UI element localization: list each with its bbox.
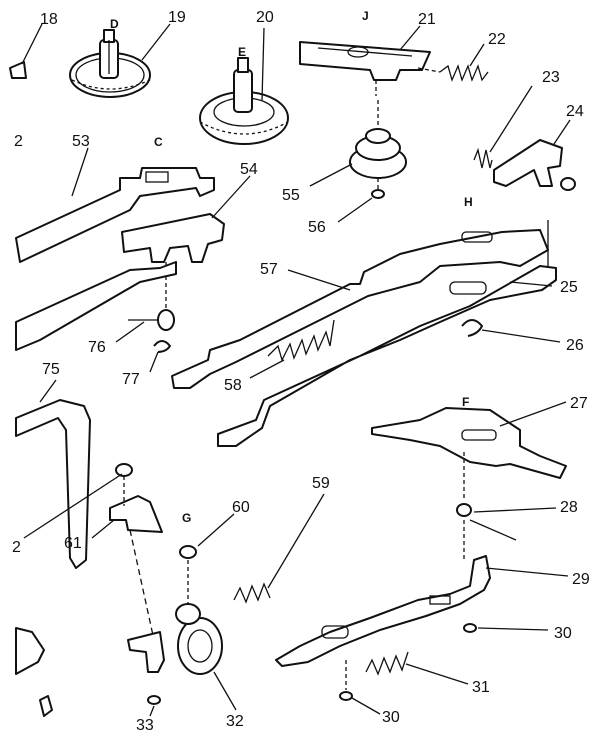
nut-30-upper: [463, 623, 477, 633]
label-77: 77: [122, 371, 140, 388]
nut-30-lower: [339, 660, 353, 701]
label-32: 32: [226, 713, 244, 730]
label-75: 75: [42, 361, 60, 378]
label-2-lower: 2: [12, 539, 21, 556]
spring-23: [473, 147, 493, 169]
leader-lines: [21, 23, 571, 717]
label-54: 54: [240, 161, 258, 178]
washer-56: [371, 189, 385, 199]
label-21: 21: [418, 11, 436, 28]
label-23: 23: [542, 69, 560, 86]
label-59: 59: [312, 475, 330, 492]
lever-24: [493, 139, 576, 191]
label-30-upper: 30: [554, 625, 572, 642]
gear-20: [199, 57, 289, 145]
belt-75: [15, 399, 91, 569]
label-19: 19: [168, 9, 186, 26]
label-31: 31: [472, 679, 490, 696]
plate-53: [15, 167, 215, 263]
bracket-21: [299, 41, 431, 96]
spring-59: [233, 582, 271, 604]
label-53: 53: [72, 133, 90, 150]
spring-58: [267, 319, 335, 362]
label-55: 55: [282, 187, 300, 204]
label-76: 76: [88, 339, 106, 356]
ref-letter-d: D: [110, 17, 119, 31]
label-24: 24: [566, 103, 584, 120]
plate-57: [171, 229, 549, 389]
label-27: 27: [570, 395, 588, 412]
ref-letter-c: C: [154, 135, 163, 149]
label-28: 28: [560, 499, 578, 516]
nut-60: [179, 545, 197, 559]
gear-55: [349, 100, 407, 190]
label-2-upper: 2: [14, 133, 23, 150]
ref-letter-h: H: [464, 195, 473, 209]
bracket-27: [371, 407, 567, 500]
ref-letter-j: J: [362, 9, 369, 23]
label-30-lower: 30: [382, 709, 400, 726]
pulley-32: [127, 560, 223, 675]
ref-letter-e: E: [238, 45, 246, 59]
clip-26: [461, 319, 483, 337]
bracket-61: [109, 463, 163, 641]
spring-31: [365, 651, 409, 676]
label-57: 57: [260, 261, 278, 278]
label-29: 29: [572, 571, 590, 588]
label-25: 25: [560, 279, 578, 296]
screw-18: [9, 61, 27, 79]
spring-76: [128, 262, 175, 331]
screw-33: [147, 695, 161, 705]
plate-left: [15, 261, 177, 351]
bracket-54: [121, 213, 225, 263]
label-56: 56: [308, 219, 326, 236]
plate-25: [217, 220, 557, 447]
label-20: 20: [256, 9, 274, 26]
label-33: 33: [136, 717, 154, 734]
gear-19: [69, 29, 151, 98]
clip-77: [153, 340, 171, 353]
label-61: 61: [64, 535, 82, 552]
ref-letter-f: F: [462, 395, 469, 409]
plate-29: [275, 555, 491, 667]
washer-28: [456, 503, 472, 560]
label-18: 18: [40, 11, 58, 28]
label-58: 58: [224, 377, 242, 394]
label-26: 26: [566, 337, 584, 354]
spring-22: [417, 64, 489, 82]
ref-letter-g: G: [182, 511, 191, 525]
plate-fragment-left: [15, 627, 53, 717]
label-60: 60: [232, 499, 250, 516]
label-22: 22: [488, 31, 506, 48]
